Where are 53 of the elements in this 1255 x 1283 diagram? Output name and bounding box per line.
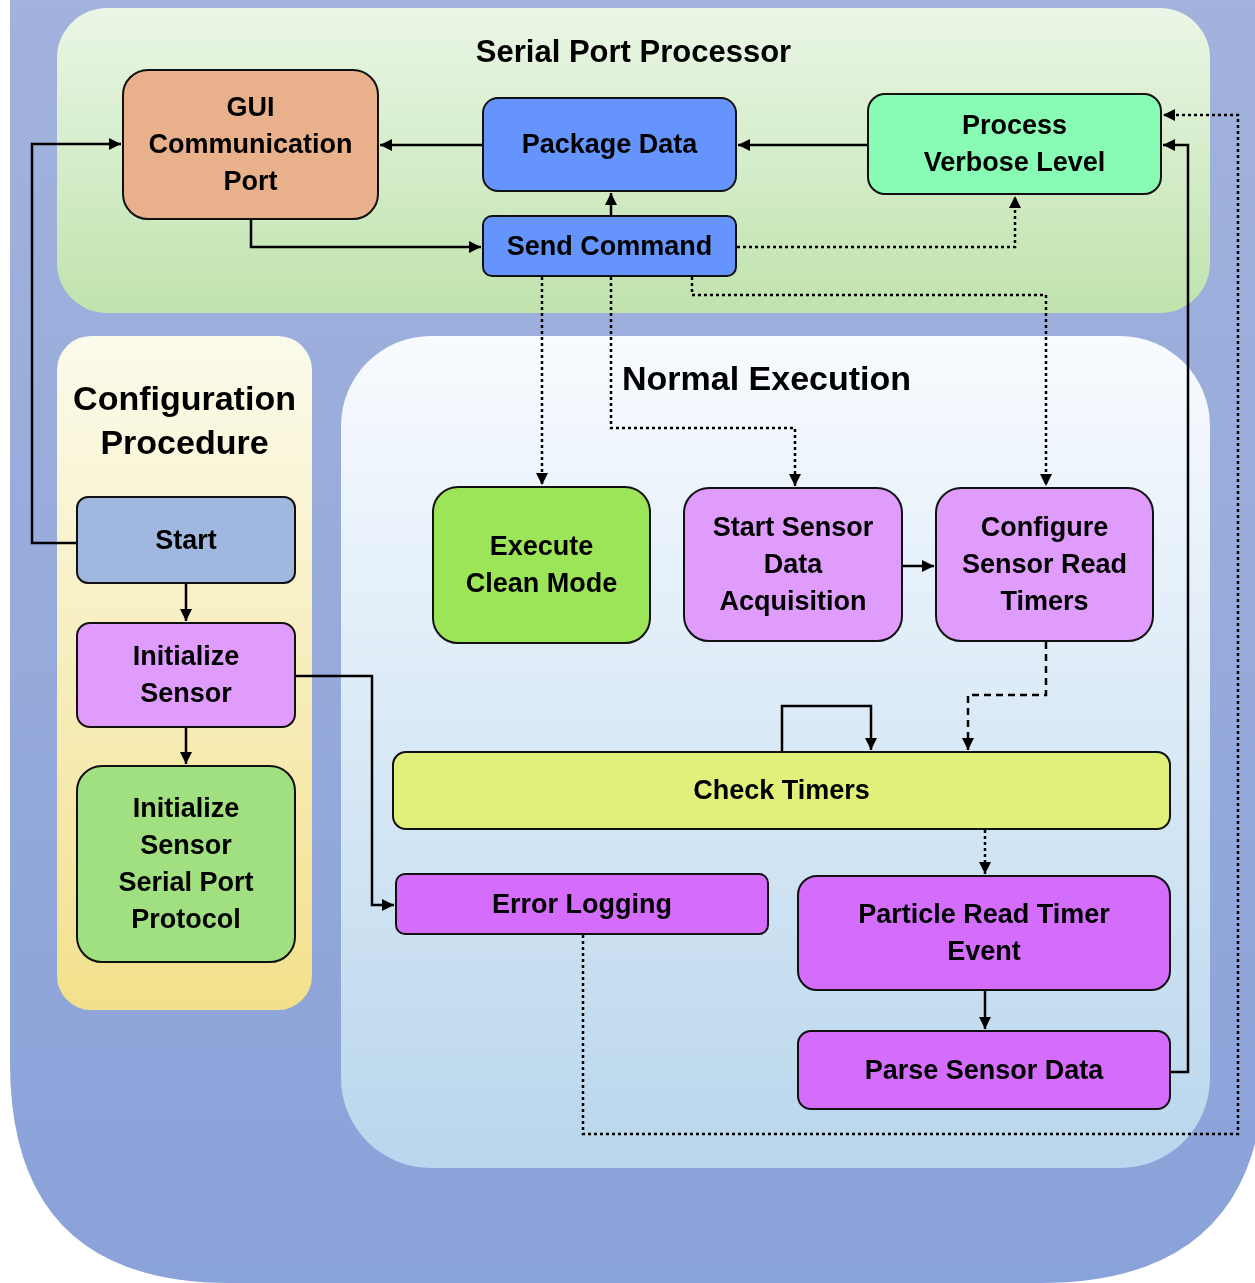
- arrow: [903, 560, 934, 572]
- box-label: Error Logging: [492, 887, 672, 921]
- box-label: Initialize Sensor: [131, 640, 241, 710]
- process-box: [482, 97, 737, 192]
- box-label: Initialize Sensor Serial Port Protocol: [117, 792, 255, 936]
- process-box: [395, 873, 769, 935]
- process-box: [76, 622, 296, 728]
- arrow: [1163, 139, 1190, 1074]
- arrow: [581, 109, 1240, 1136]
- box-label: GUI Communication Port: [147, 91, 354, 198]
- arrow: [737, 196, 1021, 249]
- arrow: [296, 674, 394, 911]
- group-title: Normal Execution: [622, 358, 913, 398]
- group-title: Serial Port Processor: [474, 33, 793, 71]
- process-box: [867, 93, 1162, 195]
- process-box: [392, 751, 1171, 830]
- process-box: [76, 496, 296, 584]
- process-box: [432, 486, 651, 644]
- box-label: Particle Read Timer Event: [857, 898, 1111, 968]
- arrow: [536, 277, 548, 485]
- box-label: Parse Sensor Data: [864, 1053, 1104, 1087]
- process-box: [683, 487, 903, 642]
- process-box: [122, 69, 379, 220]
- arrow: [609, 277, 801, 486]
- group-panel: [341, 336, 1210, 1168]
- group-panel: [57, 336, 312, 1010]
- process-box: [797, 1030, 1171, 1110]
- arrow: [690, 277, 1052, 486]
- box-label: Send Command: [506, 229, 713, 263]
- arrow: [979, 830, 991, 874]
- box-label: Package Data: [521, 128, 698, 161]
- box-label: Process Verbose Level: [922, 109, 1107, 179]
- box-label: Check Timers: [693, 774, 870, 807]
- arrow: [979, 991, 991, 1029]
- box-label: Configure Sensor Read Timers: [960, 511, 1129, 618]
- arrow: [605, 193, 617, 215]
- arrow: [180, 728, 192, 764]
- arrow: [30, 138, 121, 545]
- group-title: Configuration Procedure: [72, 378, 297, 463]
- box-label: Execute Clean Mode: [464, 530, 619, 600]
- process-box: [76, 765, 296, 963]
- process-box: [797, 875, 1171, 991]
- box-label: Start Sensor Data Acquisition: [711, 511, 875, 618]
- arrow: [738, 139, 867, 151]
- arrow: [180, 584, 192, 621]
- loop-arrow: [780, 704, 877, 751]
- arrow: [249, 220, 481, 253]
- process-box: [482, 215, 737, 277]
- box-label: Start: [155, 523, 217, 557]
- group-panel: [57, 8, 1210, 313]
- arrow: [380, 139, 482, 151]
- process-box: [935, 487, 1154, 642]
- arrow: [962, 642, 1048, 750]
